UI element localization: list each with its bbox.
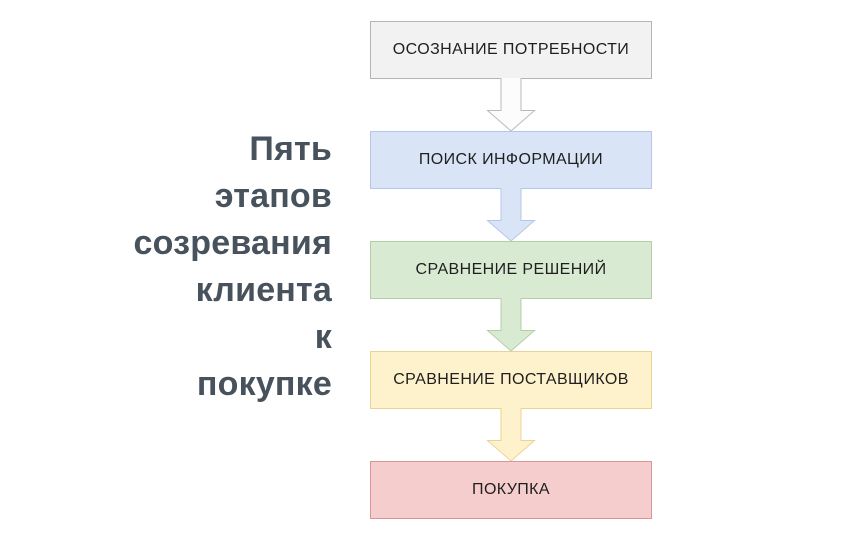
stage-label: СРАВНЕНИЕ РЕШЕНИЙ [415, 261, 607, 278]
stage-box-supplier-comparison: СРАВНЕНИЕ ПОСТАВЩИКОВ [370, 351, 652, 409]
title-line: этапов [214, 177, 332, 215]
stage-box-information-search: ПОИСК ИНФОРМАЦИИ [370, 131, 652, 189]
down-arrow-icon [486, 408, 536, 462]
stage-box-purchase: ПОКУПКА [370, 461, 652, 519]
down-arrow-shape [486, 78, 536, 132]
title-line: созревания [133, 224, 332, 262]
down-arrow-icon [486, 298, 536, 352]
stage-box-need-recognition: ОСОЗНАНИЕ ПОТРЕБНОСТИ [370, 21, 652, 79]
down-arrow-shape [486, 298, 536, 352]
title-line: Пять [249, 130, 332, 168]
stage-label: ПОКУПКА [472, 481, 550, 498]
diagram-title: Пять этапов созревания клиента к покупке [98, 126, 332, 408]
stage-label: ОСОЗНАНИЕ ПОТРЕБНОСТИ [392, 41, 630, 58]
title-line: клиента [195, 271, 332, 309]
stage-label: СРАВНЕНИЕ ПОСТАВЩИКОВ [393, 371, 629, 388]
stage-label: ПОИСК ИНФОРМАЦИИ [418, 151, 604, 168]
down-arrow-shape [486, 188, 536, 242]
down-arrow-shape [486, 408, 536, 462]
down-arrow-icon [486, 78, 536, 132]
down-arrow-icon [486, 188, 536, 242]
stage-box-solution-comparison: СРАВНЕНИЕ РЕШЕНИЙ [370, 241, 652, 299]
title-line: покупке [196, 365, 332, 403]
title-line: к [314, 318, 332, 356]
